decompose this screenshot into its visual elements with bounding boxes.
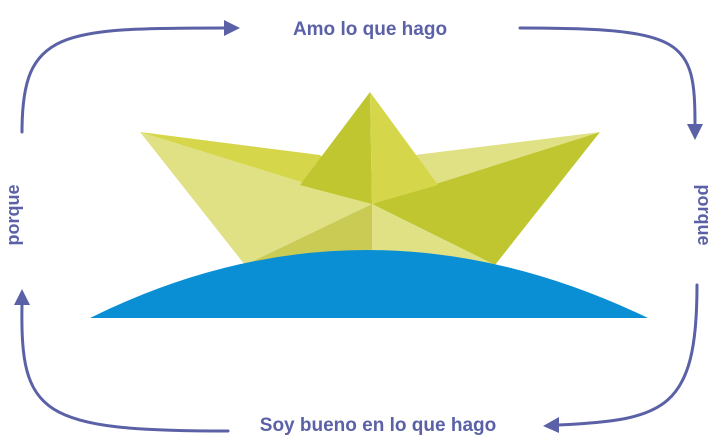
label-top: Amo lo que hago — [293, 19, 447, 40]
cycle-arrows — [14, 20, 703, 433]
boat-left-hull — [245, 204, 372, 265]
arrow-top-to-right-head — [687, 124, 703, 140]
arrow-bottom-to-left — [20, 302, 230, 433]
boat-sail-left — [300, 92, 372, 204]
arrow-top-to-right — [518, 26, 697, 127]
label-bottom: Soy bueno en lo que hago — [260, 415, 496, 435]
boat-left-wing — [140, 132, 372, 265]
boat-right-hull — [372, 204, 495, 265]
water-wave-icon — [90, 250, 648, 318]
arrow-left-to-top-head — [224, 20, 240, 36]
arrow-left-to-top — [20, 26, 227, 134]
label-right: porque — [694, 185, 709, 246]
boat-right-wing — [372, 132, 600, 265]
paper-boat-icon — [140, 92, 600, 265]
arrow-right-to-bottom — [556, 283, 699, 427]
boat-sail-right — [370, 92, 438, 204]
arrow-bottom-to-left-head — [14, 289, 30, 305]
arrow-right-to-bottom-head — [543, 417, 559, 433]
label-left: porque — [3, 185, 23, 246]
